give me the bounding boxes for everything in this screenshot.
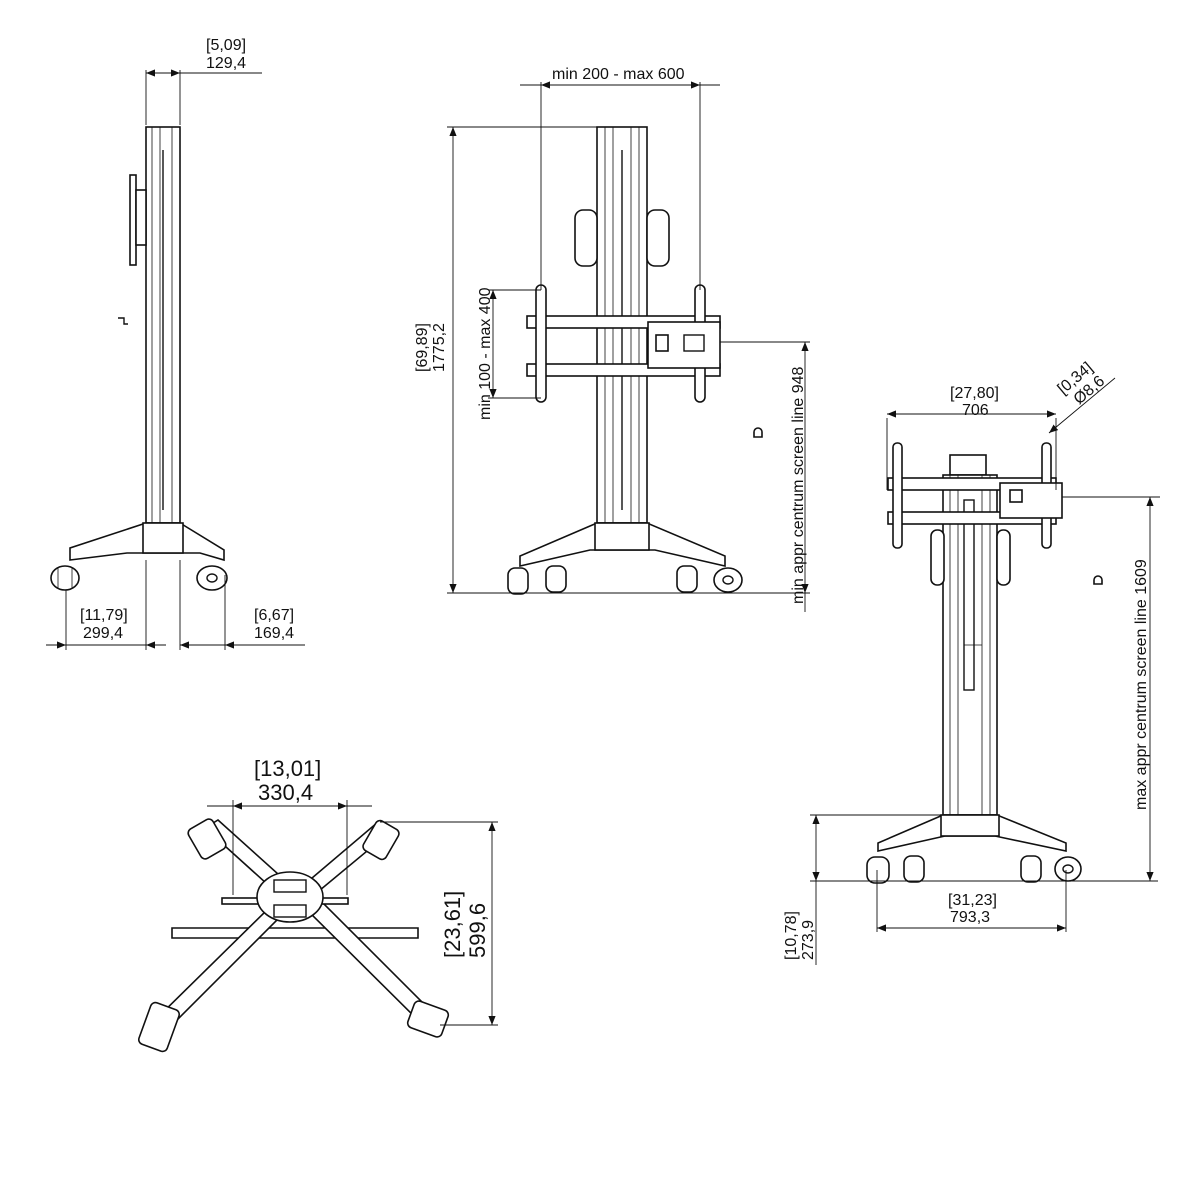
mount-width-mm: 706 (962, 402, 989, 419)
caster-icon (196, 565, 228, 591)
depth-mm: 129,4 (206, 55, 246, 72)
front-foot-in: [11,79] (80, 607, 128, 624)
caster-icon (507, 567, 529, 595)
caster-icon (903, 855, 925, 883)
vertical-range: min 100 - max 400 (477, 287, 494, 420)
right-view: [27,80] 706 [0,34] Ø8,6 max appr centrum… (783, 359, 1160, 965)
rear-foot-mm: 169,4 (254, 625, 294, 642)
caster-icon (866, 856, 890, 884)
side-view: [5,09] 129,4 [11,79] 299,4 [6,67] 169,4 (46, 37, 305, 650)
caster-icon (676, 565, 698, 593)
top-view: [13,01] 330,4 [23,61] 599,6 (137, 756, 498, 1053)
caster-icon (1020, 855, 1042, 883)
base-height-mm: 273,9 (800, 920, 817, 960)
min-screen-line: min appr centrum screen line 948 (790, 366, 807, 604)
width-range: min 200 - max 600 (552, 66, 685, 83)
base-width-mm: 793,3 (950, 909, 990, 926)
front-view: min 200 - max 600 [69,89] 1775,2 min 100… (414, 66, 810, 612)
caster-icon (545, 565, 567, 593)
top-width-mm: 330,4 (258, 780, 313, 805)
top-width-in: [13,01] (254, 756, 321, 781)
rear-foot-in: [6,67] (254, 607, 294, 624)
height-mm: 1775,2 (431, 323, 448, 372)
max-screen-line: max appr centrum screen line 1609 (1133, 559, 1150, 810)
caster-icon (50, 565, 80, 591)
height-in: [69,89] (414, 323, 431, 372)
top-depth-mm: 599,6 (465, 903, 490, 958)
base-width-in: [31,23] (948, 892, 997, 909)
mount-width-in: [27,80] (950, 385, 999, 402)
base-height-in: [10,78] (783, 911, 800, 960)
caster-icon (1054, 856, 1082, 882)
front-foot-mm: 299,4 (83, 625, 123, 642)
caster-icon (713, 567, 743, 593)
depth-in: [5,09] (206, 37, 246, 54)
top-depth-in: [23,61] (440, 891, 465, 958)
